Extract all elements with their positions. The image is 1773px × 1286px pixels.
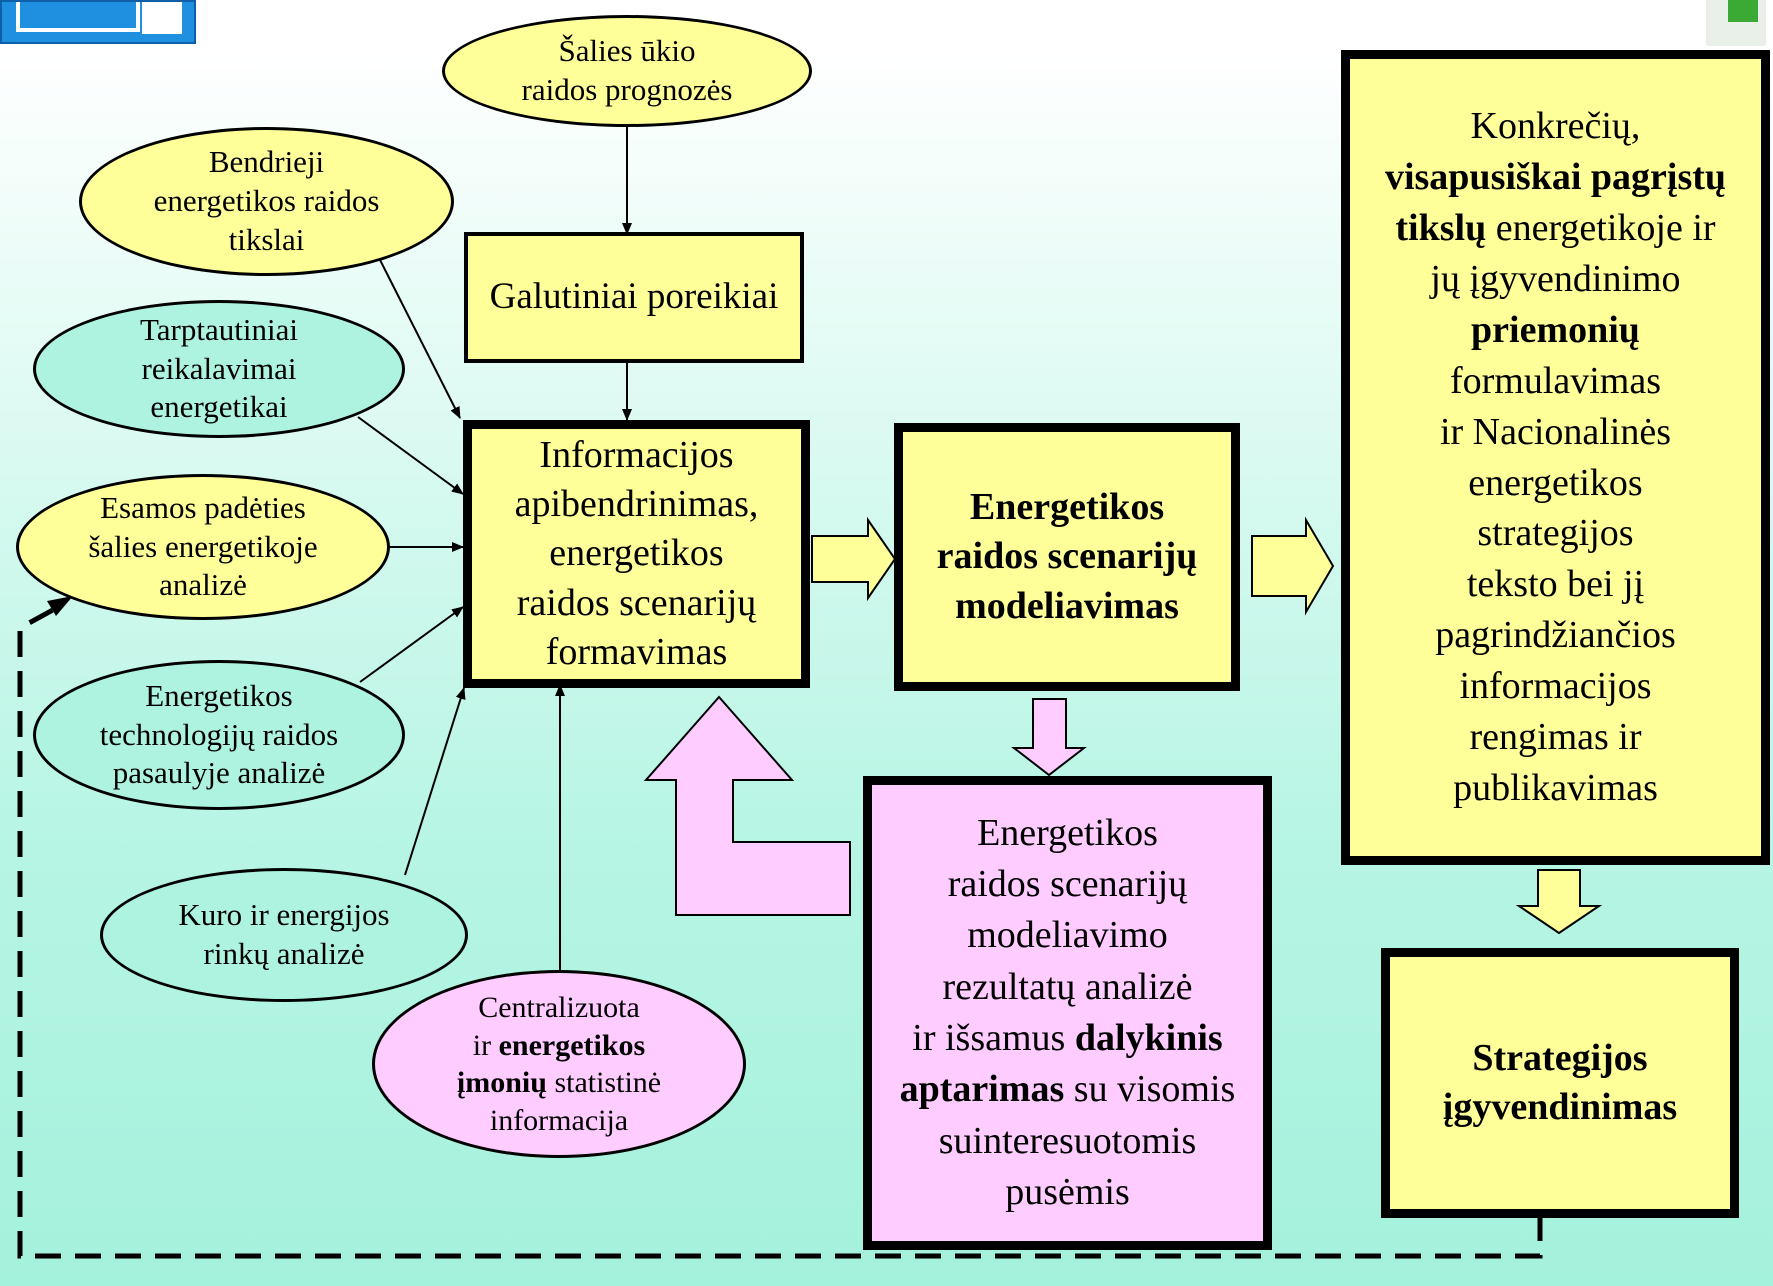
box-konkreciu-tikslu-formulavimas: Konkrečių, visapusiškai pagrįstų tikslų … bbox=[1341, 50, 1770, 865]
node-centralizuota-informacija: Centralizuota ir energetikos įmonių stat… bbox=[372, 970, 746, 1158]
block-arrow-informacijos-to-modeliavimas bbox=[811, 516, 897, 602]
arrow-kuro-to-informacijos bbox=[404, 687, 466, 876]
box-rezultatu-analize: Energetikos raidos scenarijų modeliavimo… bbox=[863, 776, 1272, 1250]
arrow-bendrieji-to-informacijos bbox=[374, 249, 461, 419]
block-arrow-modeliavimas-to-konkreciu bbox=[1251, 516, 1335, 616]
dashed-feedback-line bbox=[17, 603, 1543, 1259]
arrow-tarptautiniai-to-informacijos bbox=[357, 416, 464, 495]
block-arrow-modeliavimas-to-analize bbox=[1011, 698, 1087, 777]
dashed-feedback-arrowhead bbox=[47, 596, 73, 616]
block-arrow-konkreciu-to-strategijos bbox=[1515, 869, 1603, 935]
arrow-technologiju-to-informacijos bbox=[359, 606, 464, 683]
logo-left bbox=[0, 0, 196, 44]
logo-right bbox=[1706, 0, 1766, 46]
block-arrow-feedback-to-informacijos bbox=[643, 695, 851, 916]
box-galutiniai-poreikiai: Galutiniai poreikiai bbox=[464, 232, 804, 363]
